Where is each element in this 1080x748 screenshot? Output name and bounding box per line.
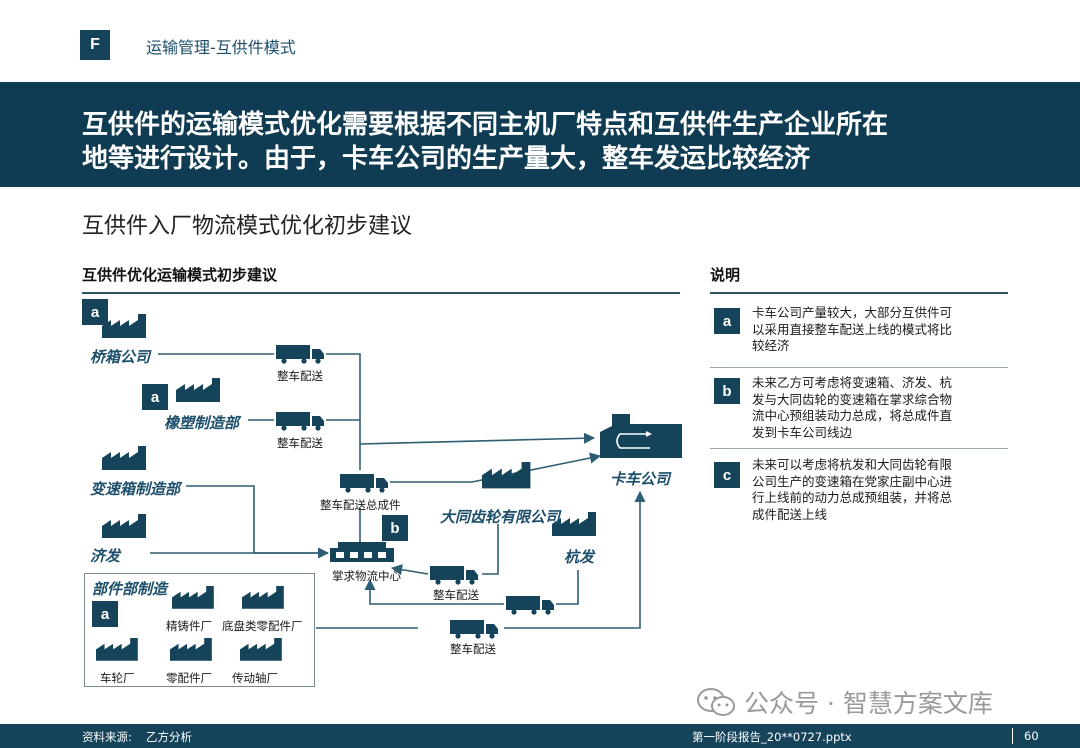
line-to-truck-top (359, 432, 596, 445)
diagram-badge-a3: a (92, 601, 118, 627)
line-hangfa-down (556, 570, 579, 605)
headline-line-2: 地等进行设计。由于，卡车公司的生产量大，整车发运比较经济 (82, 144, 811, 174)
footer-filename: 第一阶段报告_20**0727.pptx (692, 730, 852, 744)
factory-jifa-icon (102, 514, 146, 538)
logistics-center-icon (330, 542, 394, 562)
watermark: 公众号 · 智慧方案文库 (696, 684, 993, 720)
parts-item-3: 零配件厂 (166, 671, 212, 685)
diagram-badge-a1: a (82, 299, 108, 325)
parts-box-title: 部件部制造 (92, 580, 168, 598)
footer-bar (0, 724, 1080, 748)
diagram-badge-a2: a (142, 384, 168, 410)
label-transport-1: 整车配送 (277, 369, 323, 383)
footer-page-number: 60 (1024, 729, 1039, 743)
truck-company-plant-icon (600, 414, 682, 458)
label-transport-5: 整车配送 (450, 642, 496, 656)
note-separator-1 (710, 367, 1008, 368)
line-datong-to-center (390, 564, 429, 576)
label-xiangsu: 橡塑制造部 (164, 414, 240, 432)
label-transport-4: 整车配送 (433, 588, 479, 602)
page-subtitle: 互供件入厂物流模式优化初步建议 (82, 214, 413, 239)
truck-3-icon (340, 474, 388, 493)
factory-qiaoxiang-icon (102, 314, 146, 338)
notes-title-rule (710, 292, 1008, 294)
wechat-icon (697, 688, 735, 716)
label-jifa: 济发 (90, 547, 121, 565)
diagram-badge-b: b (382, 515, 408, 541)
label-logistics-center: 掌求物流中心 (332, 569, 401, 583)
parts-item-0: 精铸件厂 (166, 619, 212, 633)
line-parts-to-truck (504, 490, 646, 629)
label-transport-3: 整车配送总成件 (320, 498, 401, 512)
label-truck-company: 卡车公司 (610, 470, 671, 488)
footer-source-label: 资料来源: (82, 730, 132, 744)
note-b-text: 未来乙方可考虑将变速箱、济发、杭 发与大同齿轮的变速箱在掌求综合物 流中心预组装… (752, 375, 953, 440)
diagram-title-rule (82, 292, 680, 294)
truck-5-icon (506, 596, 554, 615)
line-hangfa-return (364, 578, 504, 605)
line-assembly-to-truck (390, 452, 602, 483)
parts-item-1: 底盘类零配件厂 (222, 619, 303, 633)
label-datong: 大同齿轮有限公司 (440, 508, 561, 526)
truck-4-icon (430, 566, 478, 585)
line-bianxu (186, 485, 330, 559)
line-datong-down (482, 524, 499, 575)
footer-source-value: 乙方分析 (146, 730, 192, 744)
section-title: 运输管理-互供件模式 (146, 38, 296, 57)
factory-xiangsu-icon (176, 378, 220, 402)
line-qiaoxiang-bus (326, 353, 361, 470)
label-transport-2: 整车配送 (277, 436, 323, 450)
label-qiaoxiang: 桥箱公司 (90, 348, 151, 366)
note-separator-2 (710, 448, 1008, 449)
factory-datong-icon (482, 462, 531, 489)
note-c-text: 未来可以考虑将杭发和大同齿轮有限 公司生产的变速箱在党家庄副中心进 行上线前的动… (752, 457, 953, 522)
notes-title: 说明 (710, 266, 741, 284)
note-badge-c: c (714, 462, 740, 488)
label-biansuxiang: 变速箱制造部 (90, 480, 181, 498)
footer-separator (1012, 728, 1013, 744)
note-badge-a: a (714, 308, 740, 334)
section-letter-badge: F (80, 30, 110, 60)
parts-manufacturing-box (84, 573, 315, 687)
headline-line-1: 互供件的运输模式优化需要根据不同主机厂特点和互供件生产企业所在 (82, 110, 889, 140)
truck-6-icon (450, 620, 498, 639)
watermark-text: 公众号 · 智慧方案文库 (744, 689, 993, 718)
parts-item-2: 车轮厂 (100, 671, 135, 685)
headline-banner (0, 82, 1080, 187)
parts-item-4: 传动轴厂 (232, 671, 278, 685)
note-a-text: 卡车公司产量较大，大部分互供件可 以采用直接整车配送上线的模式将比 较经济 (752, 305, 953, 353)
note-badge-b: b (714, 378, 740, 404)
factory-biansuxiang-icon (102, 446, 146, 470)
truck-2-icon (276, 412, 324, 431)
diagram-title: 互供件优化运输模式初步建议 (82, 266, 278, 284)
truck-1-icon (276, 345, 324, 364)
label-hangfa: 杭发 (564, 548, 595, 566)
